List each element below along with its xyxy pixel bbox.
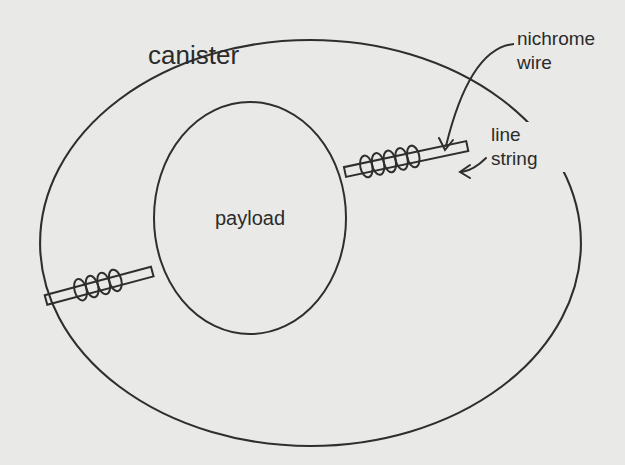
- upper-string: [343, 134, 470, 182]
- wire-callout: nichrome wire: [514, 26, 620, 76]
- string-callout: line string: [488, 122, 570, 172]
- payload-circle: payload: [152, 100, 348, 336]
- circle-outline: [38, 38, 583, 448]
- canister-circle: canisterpayload: [38, 38, 583, 448]
- lower-string: [43, 260, 155, 310]
- arrowhead: [460, 165, 470, 178]
- leader-line: [462, 158, 486, 172]
- arrowhead: [439, 138, 453, 150]
- payload-label: payload: [215, 207, 285, 230]
